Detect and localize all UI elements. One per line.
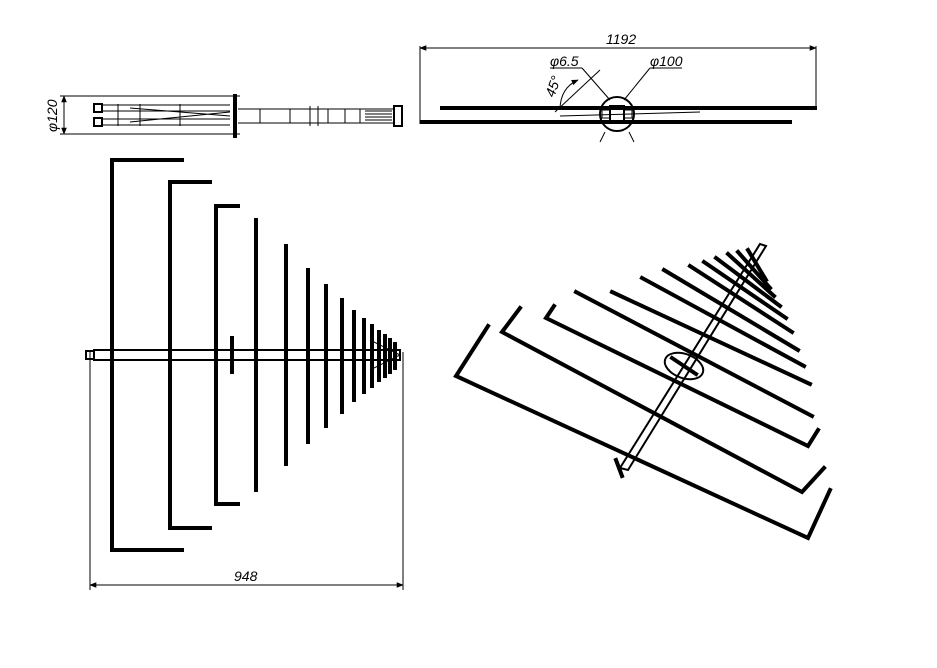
top-view: 1192 φ6.5 φ100 45° [419, 31, 817, 143]
side-small-elements [365, 110, 392, 121]
side-elements [102, 104, 230, 126]
front-boom-cap [85, 350, 95, 360]
side-height-label: φ120 [44, 99, 60, 132]
hole-diameter-label: φ6.5 [550, 53, 579, 69]
top-mast [599, 96, 635, 132]
iso-mast-clamp [663, 351, 705, 381]
side-feed-lines [129, 107, 231, 123]
iso-straight-elements [573, 247, 815, 419]
angle-ray [554, 69, 601, 113]
top-clamp-bolt-right [623, 109, 633, 119]
top-leg-right [628, 131, 635, 143]
side-end-cap-bottom [93, 117, 103, 127]
top-width-label: 1192 [606, 31, 636, 47]
side-view: φ120 [44, 94, 403, 138]
front-element-3 [214, 204, 240, 506]
isometric-view [453, 242, 833, 541]
angle-arc [559, 79, 579, 111]
side-boom-joints [259, 106, 361, 126]
angle-label: 45° [542, 73, 564, 99]
front-straight-elements [254, 218, 397, 492]
iso-boom-cap [613, 457, 625, 479]
front-width-label: 948 [234, 568, 258, 584]
top-clamp-bolt-left [601, 109, 611, 119]
side-boom [238, 108, 395, 124]
front-element-1 [110, 158, 184, 552]
iso-element-2 [499, 305, 827, 495]
hole-leader [581, 67, 611, 101]
top-boom [559, 111, 701, 117]
front-element-2 [168, 180, 212, 530]
iso-element-3 [543, 303, 821, 449]
mast-leader [623, 67, 651, 101]
mast-diameter-label: φ100 [650, 53, 683, 69]
side-end-cap-top [93, 103, 103, 113]
iso-element-1 [453, 323, 833, 541]
top-leg-left [599, 131, 606, 143]
iso-mast-clamp-bar [669, 355, 699, 377]
front-view: 948 [85, 158, 404, 590]
side-tip [393, 105, 403, 127]
front-tip-cone [369, 339, 402, 371]
